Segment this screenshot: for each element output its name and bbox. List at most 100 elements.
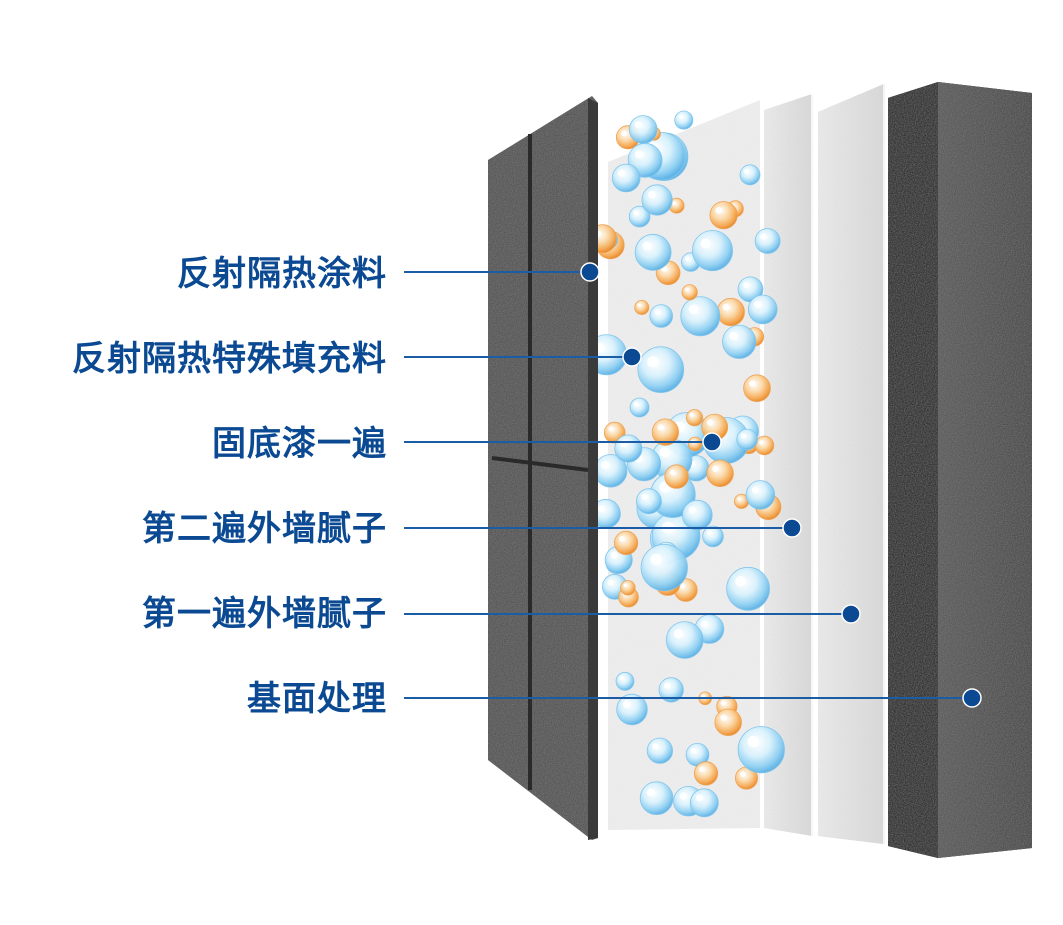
bubble-highlight [739, 771, 746, 777]
blue-bubble [702, 525, 724, 548]
blue-bubble [736, 428, 758, 451]
orange-bubble [754, 435, 775, 456]
bubble-highlight [722, 303, 730, 311]
orange-bubble [613, 530, 639, 556]
bubble-highlight [754, 300, 762, 308]
bubble-highlight [635, 150, 644, 159]
blue-bubble [674, 110, 694, 130]
bubble-highlight [669, 469, 676, 476]
orange-bubble [693, 761, 719, 786]
bubble-highlight [600, 460, 610, 470]
blue-bubble [641, 184, 673, 216]
blue-bubble [680, 296, 721, 337]
bubble-highlight [735, 575, 746, 587]
bubble-highlight [700, 620, 708, 628]
bubble-highlight [622, 700, 631, 708]
bubble-highlight [608, 426, 614, 432]
putty-layer-2 [764, 94, 813, 836]
layer-label-special-filler: 反射隔热特殊填充料 [72, 339, 387, 379]
orange-bubble [685, 409, 704, 427]
blue-bubble [737, 726, 785, 774]
bubble-highlight [673, 629, 683, 639]
leader-dot-4 [841, 604, 861, 624]
bubble-highlight [685, 287, 689, 292]
blue-bubble [726, 566, 770, 611]
bubble-highlight [664, 682, 670, 689]
orange-bubble [716, 297, 745, 327]
bubble-highlight [610, 551, 618, 559]
orange-bubble [743, 374, 771, 403]
bubble-highlight [715, 207, 723, 214]
orange-bubble [706, 459, 734, 488]
bubble-highlight [679, 792, 687, 800]
blue-bubble [649, 304, 673, 328]
bubble-highlight [758, 439, 764, 445]
blue-bubble [745, 480, 776, 510]
bubble-highlight [597, 505, 605, 513]
bubble-highlight [744, 168, 749, 174]
bubble-highlight [729, 331, 738, 341]
bubble-highlight [720, 700, 726, 706]
reflective-coating-panel [488, 96, 598, 840]
bubble-highlight [743, 282, 750, 289]
orange-bubble [681, 284, 698, 301]
bubble-highlight [751, 486, 760, 494]
blue-bubble [665, 621, 704, 659]
leader-dot-0 [580, 262, 600, 282]
blue-bubble [692, 230, 734, 272]
blue-bubble [747, 294, 778, 325]
leader-dot-1 [622, 347, 642, 367]
blue-bubble [722, 324, 757, 359]
filler-particles [586, 110, 785, 818]
bubble-highlight [688, 304, 699, 315]
bubble-highlight [619, 675, 625, 681]
orange-bubble [634, 299, 650, 315]
orange-bubble [714, 708, 742, 737]
bubble-highlight [672, 201, 676, 206]
bubble-highlight [760, 233, 767, 240]
blue-bubble [739, 164, 761, 186]
blue-bubble [639, 781, 674, 815]
bubble-highlight [633, 401, 639, 407]
layer-label-primer: 固底漆一遍 [212, 424, 387, 464]
bubble-highlight [619, 535, 625, 542]
blue-bubble [634, 233, 672, 271]
leader-dot-3 [782, 518, 802, 538]
bubble-highlight [654, 309, 661, 315]
layer-label-second-putty: 第二遍外墙腻子 [142, 509, 387, 549]
bubble-highlight [740, 433, 747, 439]
blue-bubble [681, 499, 713, 531]
bubble-highlight [712, 465, 719, 473]
bubble-highlight [685, 256, 690, 262]
blue-bubble [629, 397, 650, 418]
blue-bubble [640, 543, 688, 592]
bubble-highlight [700, 238, 711, 249]
bubble-highlight [637, 303, 642, 307]
orange-bubble [687, 436, 703, 452]
layer-label-base-treatment: 基面处理 [247, 679, 387, 719]
blue-bubble [614, 434, 643, 463]
bubble-highlight [659, 447, 670, 458]
bubble-highlight [749, 380, 756, 387]
bubble-highlight [647, 356, 659, 368]
bubble-highlight [690, 747, 697, 754]
blue-bubble [636, 488, 662, 515]
blue-bubble [615, 671, 635, 691]
bubble-highlight [633, 210, 639, 216]
leader-lines [404, 262, 982, 708]
bubble-highlight [737, 497, 741, 501]
layer-label-reflective-coating: 反射隔热涂料 [177, 254, 387, 294]
bubble-highlight [621, 130, 627, 137]
orange-bubble [664, 464, 689, 489]
layer-label-first-putty: 第一遍外墙腻子 [142, 594, 387, 634]
orange-bubble [709, 201, 738, 230]
bubble-highlight [678, 114, 683, 120]
blue-bubble [628, 115, 658, 144]
blue-bubble [611, 163, 641, 193]
base-wall-block [888, 82, 1032, 858]
bubble-highlight [646, 788, 655, 797]
bubble-highlight [642, 241, 652, 251]
bubble-highlight [688, 506, 696, 514]
